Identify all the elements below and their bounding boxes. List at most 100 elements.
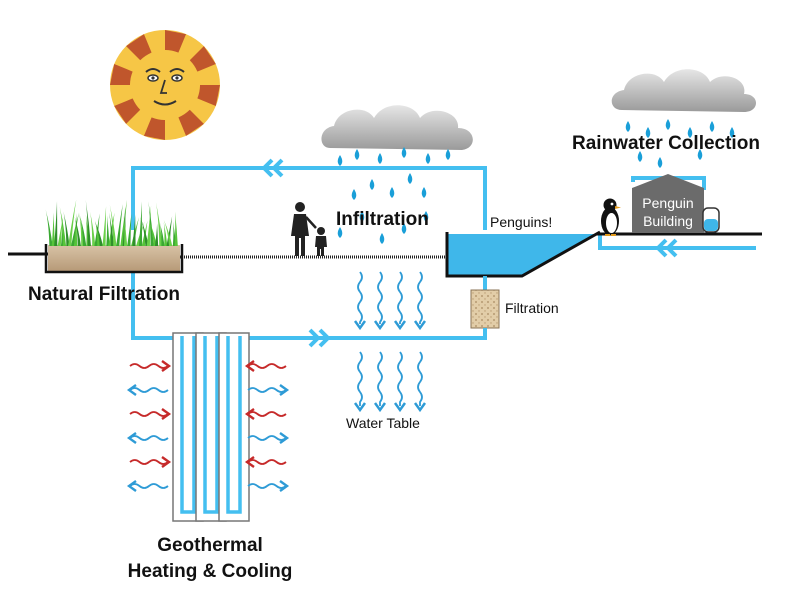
geothermal-pipe (226, 336, 242, 514)
heat-arrow-head (279, 480, 290, 492)
penguins-label: Penguins! (490, 214, 552, 230)
rain-drop (337, 227, 343, 238)
heat-arrow-head (244, 456, 255, 468)
grass-blade (109, 204, 117, 246)
heat-arrow-head (161, 456, 172, 468)
grass-blade (159, 222, 165, 246)
rain-drop (625, 121, 631, 132)
adult-and-child-silhouette-icon (291, 202, 327, 256)
rain-drop (421, 187, 427, 198)
heat-arrow-line (247, 411, 287, 417)
heat-arrow-line (247, 387, 287, 393)
wavy-arrow-head (393, 402, 407, 413)
geothermal-label-line1: Geothermal (157, 535, 263, 556)
rain-drop (697, 149, 703, 160)
wavy-arrow-line (377, 351, 383, 406)
sun-face-icon (110, 30, 220, 140)
grass-blade (120, 199, 127, 246)
grass-icon (45, 199, 178, 246)
sun-pupil (175, 76, 179, 80)
filtration-block (470, 276, 500, 338)
wavy-arrow-line (377, 271, 383, 324)
geothermal-pipe (203, 336, 219, 514)
heat-arrow-line (247, 459, 287, 465)
rain-drops (337, 119, 735, 244)
grass-blade (63, 211, 70, 246)
natural-filtration-bed (44, 199, 184, 274)
grass-blade (57, 216, 64, 246)
wavy-arrow-line (357, 271, 363, 324)
penguin-icon (601, 198, 621, 236)
sun-ray (197, 85, 220, 107)
heat-arrow-line (129, 483, 169, 489)
sun-nose (159, 79, 167, 94)
rain-drop (369, 179, 375, 190)
rain-drop (359, 211, 365, 222)
sun-ray (165, 30, 187, 53)
heat-arrow-line (129, 363, 169, 369)
grass-blade (45, 209, 53, 246)
wavy-arrow-line (397, 271, 403, 324)
grass-blade (102, 206, 107, 246)
sun-brow (145, 68, 161, 73)
penguin-pond (445, 230, 601, 278)
rain-drop (377, 153, 383, 164)
rain-drop (423, 211, 429, 222)
wavy-arrow-head (353, 320, 367, 331)
infiltration-arrows (353, 271, 427, 413)
sun-brow (169, 68, 185, 73)
rain-cloud-icon (321, 105, 473, 150)
heat-arrow-line (129, 435, 169, 441)
wavy-arrow-head (353, 402, 367, 413)
sun-pupil (151, 76, 155, 80)
grass-blade (79, 215, 87, 246)
wavy-arrow-line (397, 351, 403, 406)
infiltration-label: Infiltration (336, 209, 429, 230)
heat-arrow-head (279, 432, 290, 444)
rain-barrel-icon (702, 207, 720, 233)
sun-ray (114, 98, 141, 124)
rain-cloud-icon (611, 69, 756, 112)
rain-drop (445, 149, 451, 160)
grass-blade (51, 212, 55, 246)
wavy-arrow-head (373, 320, 387, 331)
ground-line (8, 232, 762, 259)
grass-blade (140, 217, 149, 246)
heat-arrow-head (244, 408, 255, 420)
wavy-arrow-head (373, 402, 387, 413)
grass-blade (163, 222, 168, 246)
heat-exchange-arrows (126, 360, 290, 492)
filtration-label: Filtration (505, 300, 559, 316)
water-table-label: Water Table (346, 415, 420, 431)
penguin-building-label-line2: Building (643, 213, 693, 229)
grass-blade (148, 201, 154, 246)
rain-drop (379, 233, 385, 244)
grass-blade (146, 205, 152, 246)
heat-arrow-head (279, 384, 290, 396)
grass-blade (94, 221, 103, 246)
rain-drop (337, 155, 343, 166)
grass-blade (155, 202, 163, 246)
grass-blade (116, 204, 123, 246)
sun-ray (143, 117, 165, 140)
heat-arrow-line (129, 387, 169, 393)
sun-ray (189, 46, 216, 72)
heat-arrow-line (129, 459, 169, 465)
heat-arrow-line (247, 363, 287, 369)
grass-blade (148, 219, 157, 246)
heat-arrow-head (126, 384, 137, 396)
heat-arrow-head (244, 360, 255, 372)
grass-blade (138, 201, 143, 246)
sun-ray (110, 63, 133, 85)
natural-filtration-label: Natural Filtration (28, 284, 180, 305)
grass-blade (71, 212, 80, 246)
geothermal-well (218, 332, 250, 522)
grass-blade (85, 199, 91, 246)
wavy-arrow-line (357, 351, 363, 406)
rain-drop (687, 127, 693, 138)
geothermal-pipe (180, 336, 196, 514)
flow-arrow-right (308, 328, 331, 348)
grass-blade (163, 219, 173, 246)
rain-drop (389, 187, 395, 198)
